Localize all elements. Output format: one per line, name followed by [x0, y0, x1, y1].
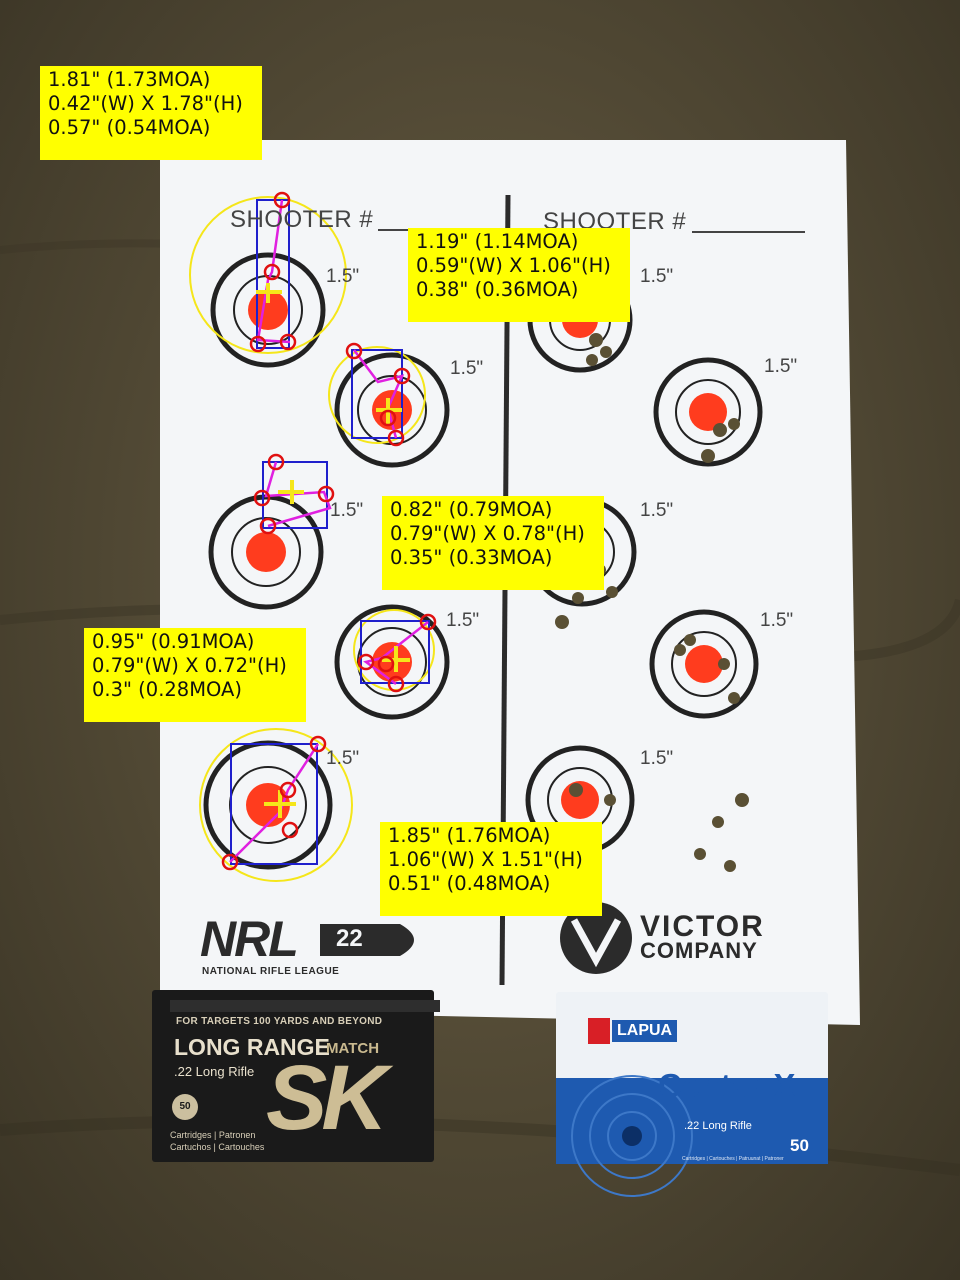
centerx-caliber: .22 Long Rifle	[684, 1120, 752, 1132]
ammo-box-right-target-graphic	[571, 1075, 693, 1197]
victor-logo-line2: COMPANY	[640, 938, 758, 963]
group-size: 0.79"(W) X 0.78"(H)	[390, 522, 585, 545]
lapua-logo-mark	[588, 1018, 610, 1044]
target-right-4	[649, 609, 759, 719]
measurement-callout-5: 1.85" (1.76MOA) 1.06"(W) X 1.51"(H) 0.51…	[380, 822, 602, 916]
ammo-box-right-bullseye	[622, 1126, 642, 1146]
ring-label: 1.5"	[764, 356, 798, 377]
nrl-logo-number: 22	[336, 925, 363, 952]
ring-label: 1.5"	[760, 610, 794, 631]
victor-logo-line1: VICTOR	[640, 910, 765, 943]
sk-caliber: .22 Long Rifle	[174, 1064, 255, 1079]
measurement-callout-4: 0.95" (0.91MOA) 0.79"(W) X 0.72"(H) 0.3"…	[84, 628, 306, 722]
extreme-spread: 1.81" (1.73MOA)	[48, 68, 211, 91]
extreme-spread: 1.85" (1.76MOA)	[388, 824, 551, 847]
group-overlay-1	[189, 191, 347, 354]
sk-footer-line2: Cartuchos | Cartouches	[170, 1142, 265, 1152]
measurement-callout-1: 1.81" (1.73MOA) 0.42"(W) X 1.78"(H) 0.57…	[40, 66, 262, 160]
lapua-brand: LAPUA	[612, 1020, 678, 1042]
sk-footer-line1: Cartridges | Patronen	[170, 1130, 256, 1140]
target-left-3	[208, 494, 324, 610]
ring-label: 1.5"	[640, 500, 674, 521]
sk-product-suffix: MATCH	[326, 1040, 380, 1057]
ammo-box-left-top	[170, 1000, 440, 1012]
mean-radius: 0.3" (0.28MOA)	[92, 678, 242, 701]
ring-label: 1.5"	[446, 610, 480, 631]
group-size: 1.06"(W) X 1.51"(H)	[388, 848, 583, 871]
measurement-callout-3: 0.82" (0.79MOA) 0.79"(W) X 0.78"(H) 0.35…	[382, 496, 604, 590]
mean-radius: 0.35" (0.33MOA)	[390, 546, 553, 569]
nrl-logo-text: NRL	[200, 911, 299, 967]
target-right-2	[653, 357, 763, 467]
sk-tagline: FOR TARGETS 100 YARDS AND BEYOND	[176, 1016, 383, 1027]
ammo-box-left	[152, 990, 434, 1162]
mean-radius: 0.57" (0.54MOA)	[48, 116, 211, 139]
nrl-logo-subtitle: NATIONAL RIFLE LEAGUE	[202, 966, 340, 977]
sk-product-name: LONG RANGE	[174, 1034, 330, 1060]
mean-radius: 0.38" (0.36MOA)	[416, 278, 579, 301]
centerx-product-name: Center-X	[658, 1067, 796, 1104]
ring-label: 1.5"	[330, 500, 364, 521]
victor-logo-mark	[560, 902, 632, 974]
group-overlay-3	[253, 453, 335, 535]
extreme-spread: 0.95" (0.91MOA)	[92, 630, 255, 653]
ring-label: 1.5"	[326, 748, 360, 769]
ring-label: 1.5"	[326, 266, 360, 287]
extreme-spread: 1.19" (1.14MOA)	[416, 230, 579, 253]
nrl-logo-bullet	[320, 924, 414, 956]
sk-count-badge: 50	[172, 1094, 198, 1120]
centerx-footer: Cartridges | Cartouches | Patruunat | Pa…	[682, 1156, 784, 1162]
group-size: 0.59"(W) X 1.06"(H)	[416, 254, 611, 277]
centerx-count: 50	[790, 1136, 809, 1155]
shooter-label-left: SHOOTER #	[230, 206, 374, 233]
ring-label: 1.5"	[450, 358, 484, 379]
mean-radius: 0.51" (0.48MOA)	[388, 872, 551, 895]
sk-brand-logo: SK	[266, 1047, 388, 1149]
group-overlay-5	[199, 728, 353, 882]
bullet-holes-right	[555, 333, 749, 872]
ring-label: 1.5"	[640, 266, 674, 287]
measurement-callout-2: 1.19" (1.14MOA) 0.59"(W) X 1.06"(H) 0.38…	[408, 228, 630, 322]
group-size: 0.42"(W) X 1.78"(H)	[48, 92, 243, 115]
group-overlay-4	[353, 609, 437, 693]
extreme-spread: 0.82" (0.79MOA)	[390, 498, 553, 521]
ammo-box-right-band	[556, 1078, 828, 1164]
ring-label: 1.5"	[640, 748, 674, 769]
group-size: 0.79"(W) X 0.72"(H)	[92, 654, 287, 677]
group-overlay-2	[328, 342, 426, 447]
